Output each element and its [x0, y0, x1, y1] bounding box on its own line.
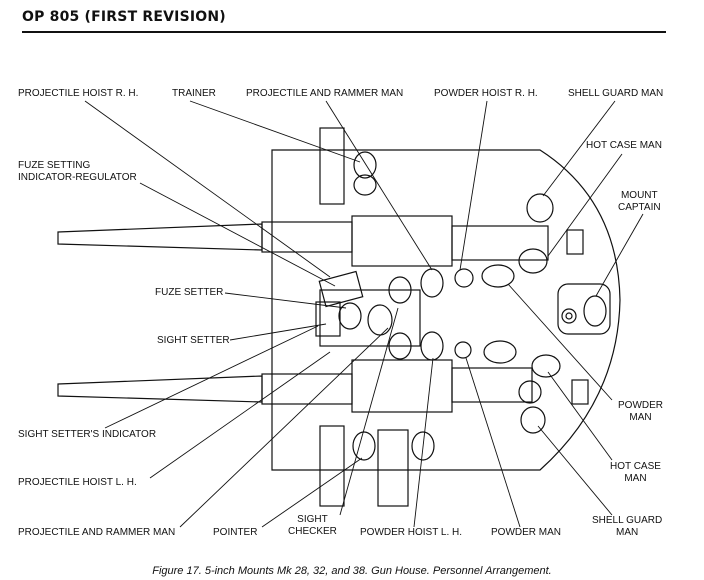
lower-gun-housing — [351, 359, 453, 413]
label-projectile-and-rammer-man-bottom: PROJECTILE AND RAMMER MAN — [18, 527, 176, 538]
lower-gun-slide — [261, 373, 353, 405]
lower-right-fixture — [571, 379, 589, 405]
upper-gun-barrel — [57, 223, 263, 251]
upper-right-fixture — [566, 229, 584, 255]
center-platform — [319, 289, 421, 347]
projectile-hoist-rh-box — [319, 127, 345, 205]
label-fuze-setter: FUZE SETTER — [155, 287, 224, 298]
page-header-title: OP 805 (FIRST REVISION) — [22, 9, 226, 25]
lower-gun-breech — [451, 367, 533, 403]
lower-gun-barrel — [57, 375, 263, 403]
label-powder-hoist-lh: POWDER HOIST L. H. — [360, 527, 463, 538]
label-shell-guard-man-right: SHELL GUARD MAN — [592, 515, 663, 538]
header-rule — [22, 31, 666, 33]
label-fuze-setting-indicator-regulator: FUZE SETTING INDICATOR-REGULATOR — [18, 160, 137, 183]
label-sight-setters-indicator: SIGHT SETTER'S INDICATOR — [18, 429, 157, 440]
powder-hoist-lh — [454, 341, 472, 359]
leader-lines — [84, 100, 644, 528]
label-pointer: POINTER — [213, 527, 258, 538]
personnel-figures — [338, 151, 607, 461]
label-sight-checker: SIGHT CHECKER — [288, 514, 337, 537]
label-trainer: TRAINER — [172, 88, 216, 99]
powder-hoist-rh — [454, 268, 474, 288]
label-powder-hoist-rh: POWDER HOIST R. H. — [434, 88, 538, 99]
label-projectile-and-rammer-man-top: PROJECTILE AND RAMMER MAN — [246, 88, 404, 99]
label-sight-setter: SIGHT SETTER — [157, 335, 230, 346]
projectile-hoist-lh-box — [319, 425, 345, 507]
sight-setter-box — [315, 301, 341, 337]
label-shell-guard-man-top: SHELL GUARD MAN — [568, 88, 664, 99]
upper-gun-housing — [351, 215, 453, 267]
label-mount-captain: MOUNT CAPTAIN — [618, 190, 661, 213]
label-hot-case-man-top: HOT CASE MAN — [586, 140, 662, 151]
upper-gun-slide — [261, 221, 353, 253]
label-powder-man-right: POWDER MAN — [618, 400, 663, 423]
label-powder-man-bottom: POWDER MAN — [491, 527, 561, 538]
sight-checker-box — [377, 429, 409, 507]
label-hot-case-man-right: HOT CASE MAN — [610, 461, 661, 484]
upper-gun-breech — [451, 225, 549, 261]
gun-house-outline — [271, 149, 621, 471]
mount-captain-hatch — [561, 308, 577, 324]
mount-captain-seat — [557, 283, 611, 335]
fuze-setter-box — [318, 270, 364, 308]
label-projectile-hoist-rh: PROJECTILE HOIST R. H. — [18, 88, 139, 99]
figure-caption: Figure 17. 5-inch Mounts Mk 28, 32, and … — [152, 565, 552, 577]
label-projectile-hoist-lh: PROJECTILE HOIST L. H. — [18, 477, 137, 488]
